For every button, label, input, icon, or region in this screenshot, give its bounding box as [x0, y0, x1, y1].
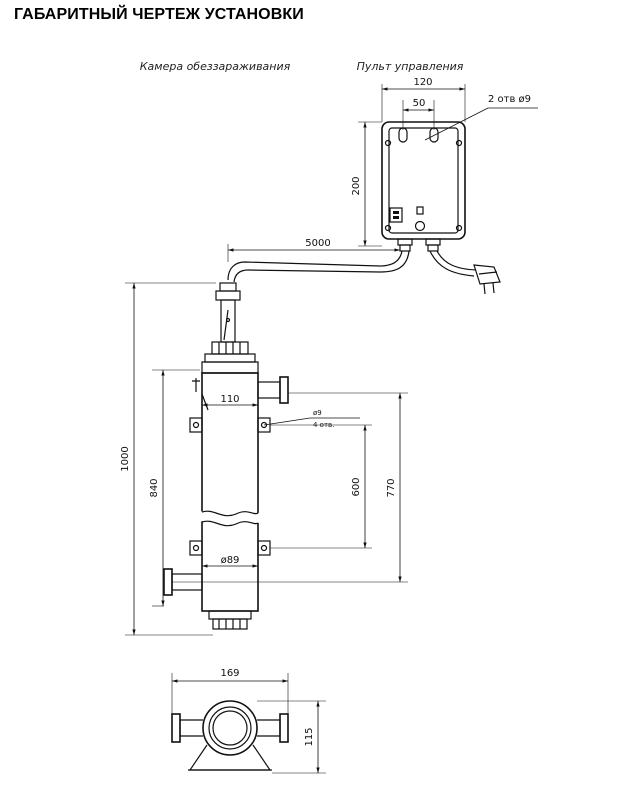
dim-115: 115: [304, 727, 315, 746]
dim-840: 840: [149, 478, 160, 497]
dim-50: 50: [413, 98, 426, 109]
dim-600: 600: [351, 477, 362, 496]
dim-5000: 5000: [305, 238, 330, 249]
power-plug: [473, 264, 501, 295]
dim-169: 169: [220, 668, 239, 679]
cable-glands: [397, 238, 441, 252]
uv-chamber: [163, 282, 289, 630]
dim-200: 200: [351, 176, 362, 195]
control-panel-caption: Пульт управления: [357, 60, 464, 73]
dim-1000: 1000: [120, 446, 131, 471]
dim-110: 110: [220, 394, 239, 405]
dim-120: 120: [413, 77, 432, 88]
dim-770: 770: [386, 478, 397, 497]
holes-note: 2 отв ø9: [488, 94, 531, 105]
dim-89: ø89: [221, 555, 240, 566]
top-view: [171, 700, 289, 771]
chamber-caption: Камера обеззараживания: [140, 60, 291, 73]
page-title: ГАБАРИТНЫЙ ЧЕРТЕЖ УСТАНОВКИ: [14, 6, 304, 23]
hole-note-main: ø9: [313, 409, 322, 417]
control-panel: [381, 121, 466, 240]
